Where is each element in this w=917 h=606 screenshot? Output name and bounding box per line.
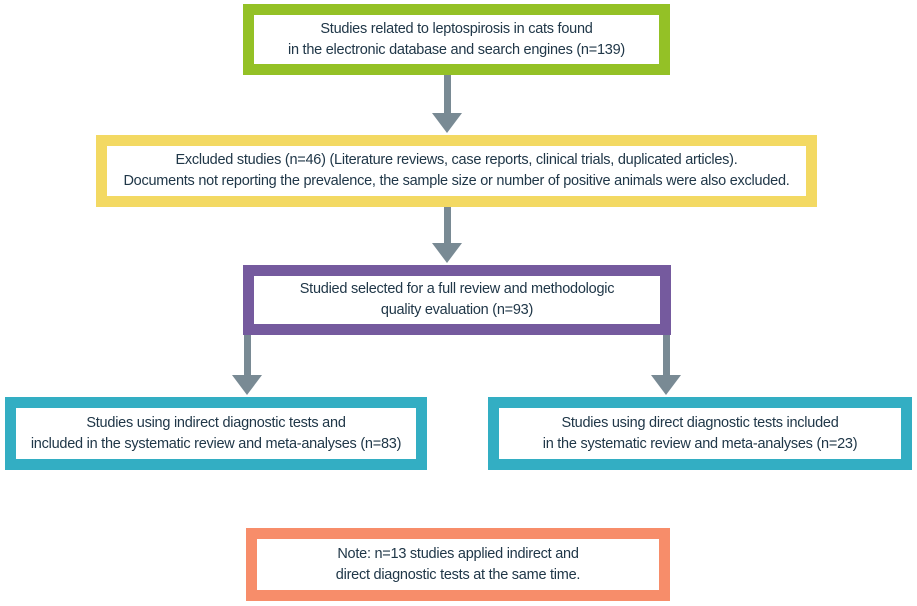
- box-direct-tests-line-1: Studies using direct diagnostic tests in…: [561, 414, 839, 431]
- arrow-review-to-indirect: [232, 335, 262, 395]
- box-full-review-line-2: quality evaluation (n=93): [380, 302, 534, 318]
- arrow-shaft: [662, 335, 670, 376]
- box-identified: Studies related to leptospirosis in cats…: [243, 4, 670, 75]
- box-note-line-1: Note: n=13 studies applied indirect and: [337, 545, 579, 562]
- box-indirect-tests-line-1: Studies using indirect diagnostic tests …: [86, 414, 346, 431]
- arrow-head-icon: [232, 375, 262, 395]
- box-direct-tests-line-2: in the systematic review and meta-analys…: [542, 435, 858, 452]
- box-identified-line-1: Studies related to leptospirosis in cats…: [320, 20, 593, 37]
- arrow-head-icon: [432, 113, 462, 133]
- box-direct-tests: Studies using direct diagnostic tests in…: [488, 397, 912, 470]
- box-note-line-2: direct diagnostic tests at the same time…: [335, 566, 581, 583]
- arrow-identified-to-excluded: [432, 75, 462, 133]
- arrow-shaft: [443, 207, 451, 244]
- box-full-review-line-1: Studied selected for a full review and m…: [299, 281, 615, 297]
- arrow-review-to-direct: [651, 335, 681, 395]
- arrow-shaft: [443, 75, 451, 114]
- box-excluded-line-2: Documents not reporting the prevalence, …: [123, 173, 790, 189]
- arrow-shaft: [243, 335, 251, 376]
- box-excluded: Excluded studies (n=46) (Literature revi…: [96, 135, 817, 207]
- box-full-review: Studied selected for a full review and m…: [243, 265, 671, 335]
- arrow-head-icon: [432, 243, 462, 263]
- box-identified-line-2: in the electronic database and search en…: [287, 41, 625, 58]
- arrow-excluded-to-review: [432, 207, 462, 263]
- box-note: Note: n=13 studies applied indirect and …: [246, 528, 670, 601]
- arrow-head-icon: [651, 375, 681, 395]
- box-indirect-tests-line-2: included in the systematic review and me…: [30, 435, 402, 452]
- box-indirect-tests: Studies using indirect diagnostic tests …: [5, 397, 427, 470]
- box-excluded-line-1: Excluded studies (n=46) (Literature revi…: [175, 152, 738, 168]
